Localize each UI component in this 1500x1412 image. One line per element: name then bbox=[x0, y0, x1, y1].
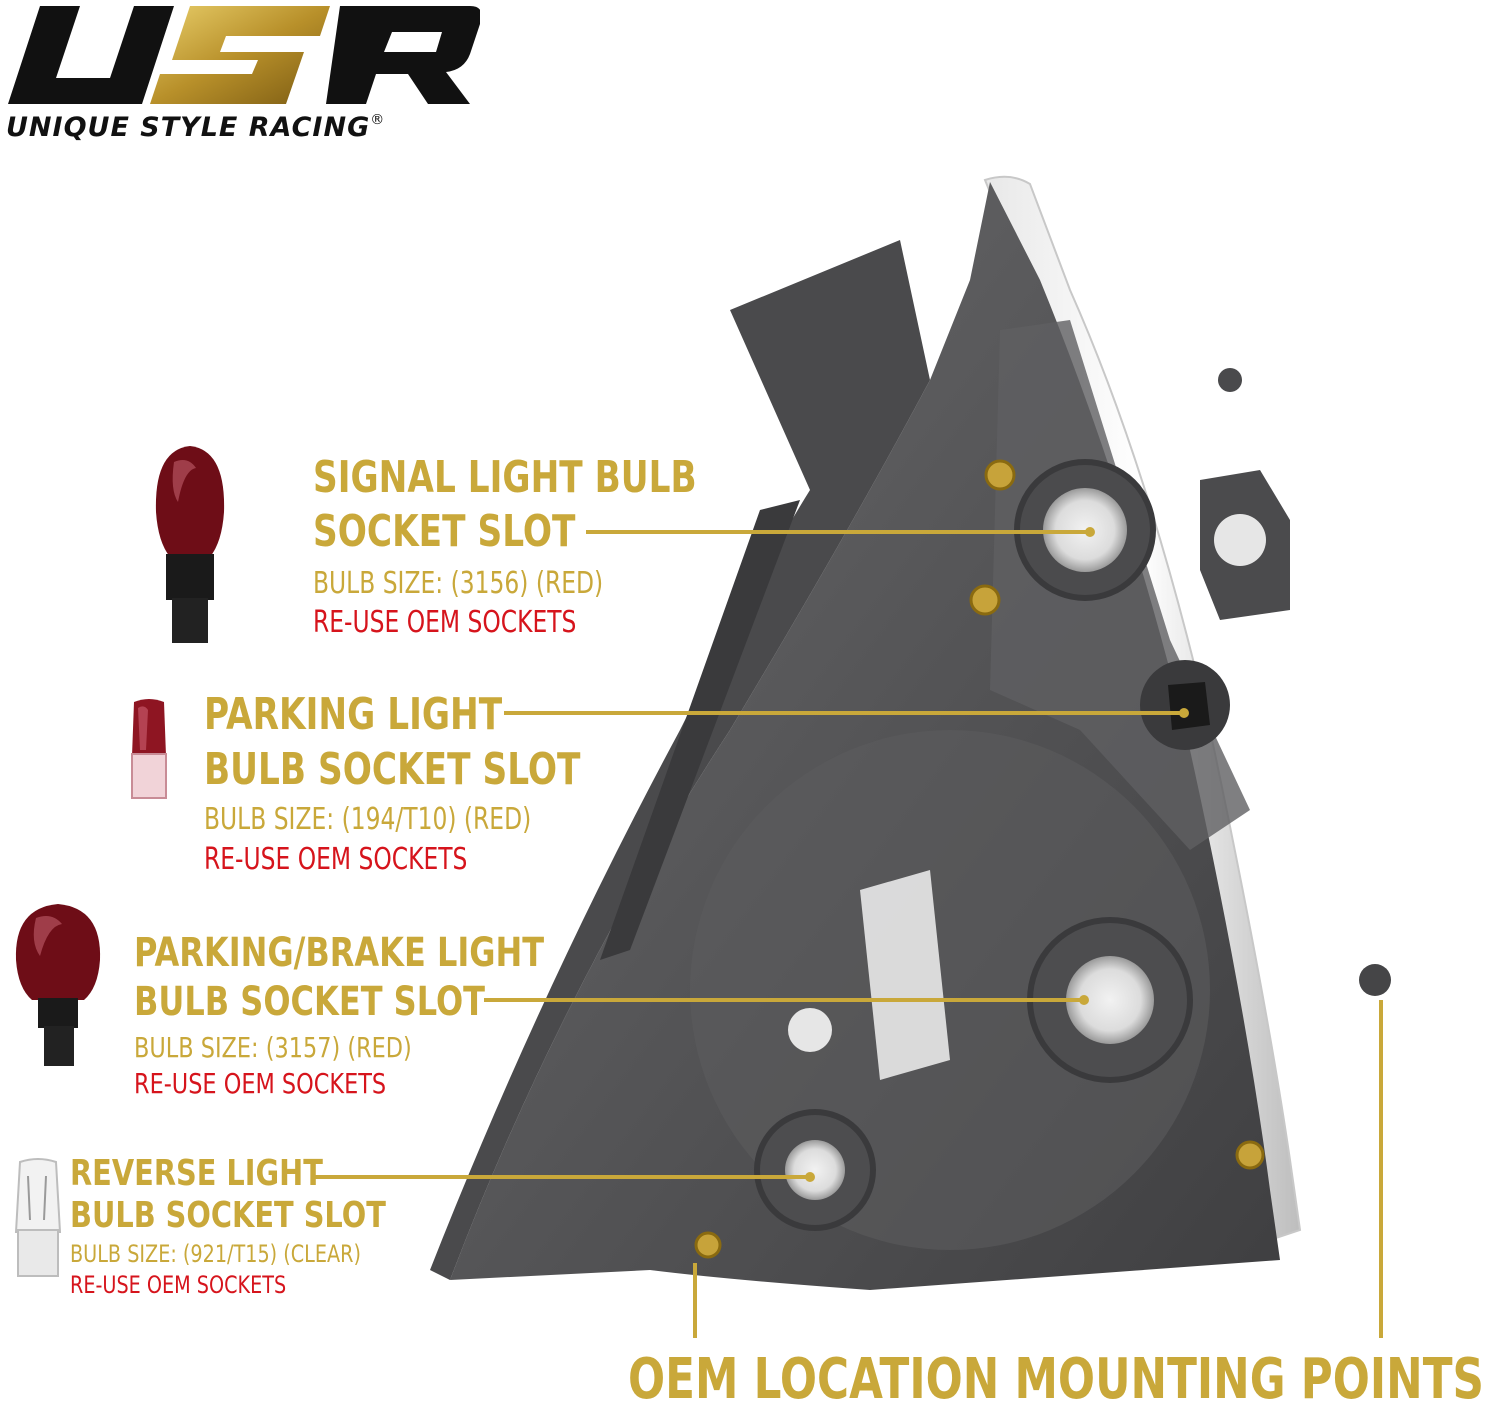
brake-title-line2: BULB SOCKET SLOT bbox=[134, 979, 485, 1025]
usr-logo bbox=[0, 0, 482, 160]
usr-logo-mark bbox=[8, 6, 482, 104]
signal-title-line2: SOCKET SLOT bbox=[313, 506, 576, 557]
signal-title-line1: SIGNAL LIGHT BULB bbox=[313, 452, 697, 503]
red-3156-bulb-icon bbox=[155, 446, 225, 643]
parking-reuse-note: RE-USE OEM SOCKETS bbox=[204, 842, 468, 877]
signal-reuse-note: RE-USE OEM SOCKETS bbox=[313, 605, 577, 640]
parking-title-line1: PARKING LIGHT bbox=[204, 689, 503, 740]
reverse-title-line1: REVERSE LIGHT bbox=[70, 1153, 323, 1194]
mounting-points-caption: OEM LOCATION MOUNTING POINTS bbox=[628, 1347, 1484, 1412]
brand-name-text: UNIQUE STYLE RACING bbox=[6, 112, 371, 143]
brake-reuse-note: RE-USE OEM SOCKETS bbox=[134, 1067, 387, 1100]
brake-title-line1: PARKING/BRAKE LIGHT bbox=[134, 930, 545, 976]
parking-title-line2: BULB SOCKET SLOT bbox=[204, 744, 581, 795]
brake-bulb-size: BULB SIZE: (3157) (RED) bbox=[134, 1031, 412, 1064]
reverse-bulb-size: BULB SIZE: (921/T15) (CLEAR) bbox=[70, 1240, 361, 1268]
signal-bulb-size: BULB SIZE: (3156) (RED) bbox=[313, 566, 604, 601]
tail-lamp-image bbox=[430, 175, 1391, 1290]
parking-bulb-size: BULB SIZE: (194/T10) (RED) bbox=[204, 802, 532, 837]
red-3157-bulb-icon bbox=[15, 904, 101, 1066]
red-194-wedge-bulb-icon bbox=[131, 699, 167, 799]
clear-921-wedge-bulb-icon bbox=[14, 1158, 62, 1277]
registered-mark: ® bbox=[370, 112, 386, 128]
reverse-reuse-note: RE-USE OEM SOCKETS bbox=[70, 1271, 287, 1299]
tail-lamp-rear-housing bbox=[430, 170, 1500, 1310]
reverse-title-line2: BULB SOCKET SLOT bbox=[70, 1195, 386, 1236]
brand-name: UNIQUE STYLE RACING® bbox=[6, 112, 385, 143]
